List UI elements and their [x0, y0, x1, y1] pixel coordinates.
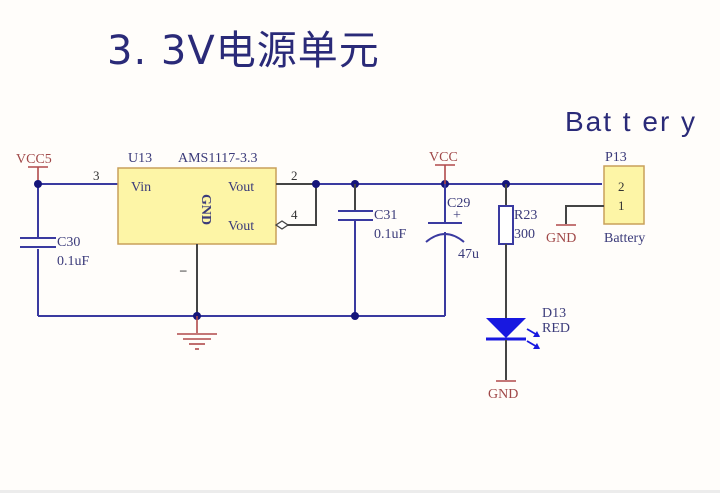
gnd-battery-label: GND: [546, 231, 576, 246]
page-title: 3. 3V电源单元: [107, 28, 380, 74]
p13-pin-2: 2: [618, 179, 625, 194]
p13-body: [603, 165, 645, 225]
u13-pin-number-out-1: 2: [291, 168, 298, 183]
c30-designator: C30: [57, 235, 80, 250]
r23-value: 300: [514, 227, 535, 242]
capacitor-c31: C31 0.1uF: [338, 184, 407, 316]
u13-body: [117, 167, 277, 245]
connector-p13: P13 2 1 Battery: [565, 150, 645, 246]
c31-value: 0.1uF: [374, 227, 407, 242]
led-triangle: [486, 318, 526, 338]
led-d13: D13 RED: [486, 306, 570, 380]
wire-vout-2: [284, 184, 317, 226]
vout-2-pin-arrow: [274, 220, 290, 230]
vcc-power-port: VCC: [429, 150, 458, 184]
c29-designator: C29: [447, 196, 470, 211]
gnd-power-port-led: GND: [488, 380, 518, 402]
u13-pin-number-out-2: 4: [291, 207, 298, 222]
vcc-label: VCC: [429, 150, 458, 165]
c30-value: 0.1uF: [57, 254, 90, 269]
vcc5-power-port: VCC5: [16, 152, 52, 184]
capacitor-c30: C30 0.1uF: [20, 235, 90, 269]
d13-value: RED: [542, 321, 570, 336]
u13-pin-vout-1: Vout: [228, 180, 254, 195]
u13-pin-gnd: GND: [198, 194, 213, 225]
u13-pin-number-in: 3: [93, 168, 100, 183]
u13-designator: U13: [128, 151, 152, 166]
gnd-led-label: GND: [488, 387, 518, 402]
capacitor-c29: C29 + 47u: [425, 184, 479, 316]
c29-polarity: +: [453, 208, 461, 223]
gnd-power-port-battery: GND: [546, 224, 576, 246]
u13-pin-vout-2: Vout: [228, 219, 254, 234]
regulator-u13: U13 AMS1117-3.3 3 Vin Vout Vout GND 2 4 …: [93, 151, 298, 277]
u13-gnd-pin-mark: –: [179, 262, 187, 277]
c31-designator: C31: [374, 208, 397, 223]
wire-p13-pin1: [565, 205, 604, 224]
u13-part-number: AMS1117-3.3: [178, 151, 257, 166]
junction-vout: [312, 180, 320, 188]
d13-designator: D13: [542, 306, 566, 321]
c29-value: 47u: [458, 247, 479, 262]
p13-comment: Battery: [604, 231, 645, 246]
battery-section-heading: Bat t er y: [565, 106, 698, 137]
junction-gnd-c31: [351, 312, 359, 320]
u13-pin-vin: Vin: [131, 180, 151, 195]
vcc5-label: VCC5: [16, 152, 52, 167]
p13-pin-1: 1: [618, 198, 625, 213]
resistor-r23: R23 300: [498, 184, 537, 318]
r23-designator: R23: [514, 208, 537, 223]
p13-designator: P13: [605, 150, 627, 165]
r23-body: [498, 205, 514, 245]
junction-vcc5: [34, 180, 42, 188]
bottom-edge: [0, 490, 720, 493]
light-emission-icon: [526, 328, 540, 349]
ground-symbol: [177, 316, 217, 350]
